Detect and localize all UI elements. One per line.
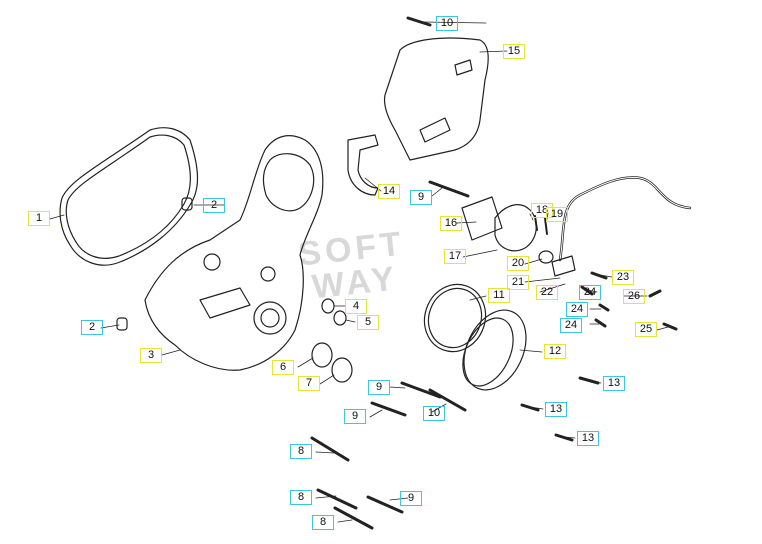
bolt-24c <box>594 318 607 328</box>
bolt-18 <box>534 215 538 231</box>
bolt-13b <box>520 403 540 412</box>
gasket-inner <box>65 134 191 259</box>
callout-25: 25 <box>635 322 657 337</box>
callout-8: 8 <box>290 444 312 459</box>
callout-20: 20 <box>507 256 529 271</box>
cover-boss-inner <box>260 308 280 328</box>
cover-plate <box>383 37 489 161</box>
seal-6 <box>311 342 333 368</box>
bolt-9b <box>400 381 442 399</box>
pump-gasket <box>461 196 503 241</box>
callout-8: 8 <box>290 490 312 505</box>
callout-24: 24 <box>566 302 588 317</box>
callout-26: 26 <box>623 289 645 304</box>
callout-13: 13 <box>577 431 599 446</box>
callout-2: 2 <box>81 320 103 335</box>
callout-9: 9 <box>344 409 366 424</box>
callout-9: 9 <box>368 380 390 395</box>
callout-4: 4 <box>345 299 367 314</box>
callout-12: 12 <box>544 344 566 359</box>
callout-3: 3 <box>140 348 162 363</box>
bolt-9 <box>428 180 470 198</box>
seal-4 <box>321 298 335 314</box>
callout-9: 9 <box>400 491 422 506</box>
callout-24: 24 <box>560 318 582 333</box>
callout-22: 22 <box>536 285 558 300</box>
callout-15: 15 <box>503 44 525 59</box>
callout-10: 10 <box>436 16 458 31</box>
callout-8: 8 <box>312 515 334 530</box>
bolt-9d <box>366 495 404 514</box>
bolt-19 <box>544 217 548 235</box>
cover-gasket <box>423 283 487 353</box>
callout-11: 11 <box>488 288 510 303</box>
bolt-10-top <box>406 16 432 27</box>
callout-23: 23 <box>612 270 634 285</box>
callout-1: 1 <box>28 211 50 226</box>
round-cover <box>463 309 527 391</box>
seal-7 <box>331 357 353 383</box>
cover-port <box>203 253 221 271</box>
cover-window <box>262 153 315 212</box>
bolt-24a <box>580 285 594 296</box>
callout-18: 18 <box>531 203 553 218</box>
callout-13: 13 <box>603 376 625 391</box>
bolt-10 <box>428 388 467 412</box>
crankcase-cover <box>144 135 324 371</box>
bolt-25 <box>662 322 678 331</box>
bolt-8a <box>310 436 350 462</box>
pump-body <box>494 204 537 252</box>
cover-plate-detail <box>419 117 451 143</box>
bolt-8c <box>333 506 374 530</box>
callout-14: 14 <box>378 184 400 199</box>
dowel-2a <box>181 197 193 211</box>
seal-5 <box>333 310 347 326</box>
bolt-8b <box>316 488 358 510</box>
cover-plate-slot <box>454 59 473 76</box>
callout-21: 21 <box>507 275 529 290</box>
callout-9: 9 <box>410 190 432 205</box>
cover-boss <box>253 301 287 335</box>
bolt-26 <box>648 289 662 298</box>
gasket-outline <box>59 127 199 266</box>
callout-7: 7 <box>298 376 320 391</box>
cover-gasket-inner <box>427 287 483 349</box>
cover-port-2 <box>260 266 276 282</box>
round-cover-rim <box>462 317 514 387</box>
callout-6: 6 <box>272 360 294 375</box>
callout-10: 10 <box>423 406 445 421</box>
hose-clamp <box>551 255 576 277</box>
callout-2: 2 <box>203 198 225 213</box>
dowel-2b <box>116 317 128 331</box>
hose <box>558 176 692 262</box>
washer-20 <box>538 250 554 264</box>
cover-rib <box>199 287 251 319</box>
callout-13: 13 <box>545 402 567 417</box>
callout-5: 5 <box>357 315 379 330</box>
hose-inner <box>559 176 691 261</box>
bolt-23 <box>590 271 608 280</box>
callout-19: 19 <box>546 207 568 222</box>
leader-lines <box>49 21 669 523</box>
bolt-24b <box>598 303 610 312</box>
callout-16: 16 <box>440 216 462 231</box>
callout-24: 24 <box>579 285 601 300</box>
bolt-9c <box>370 401 407 417</box>
bolt-13c <box>554 433 574 442</box>
callout-17: 17 <box>444 249 466 264</box>
bracket <box>347 134 379 196</box>
